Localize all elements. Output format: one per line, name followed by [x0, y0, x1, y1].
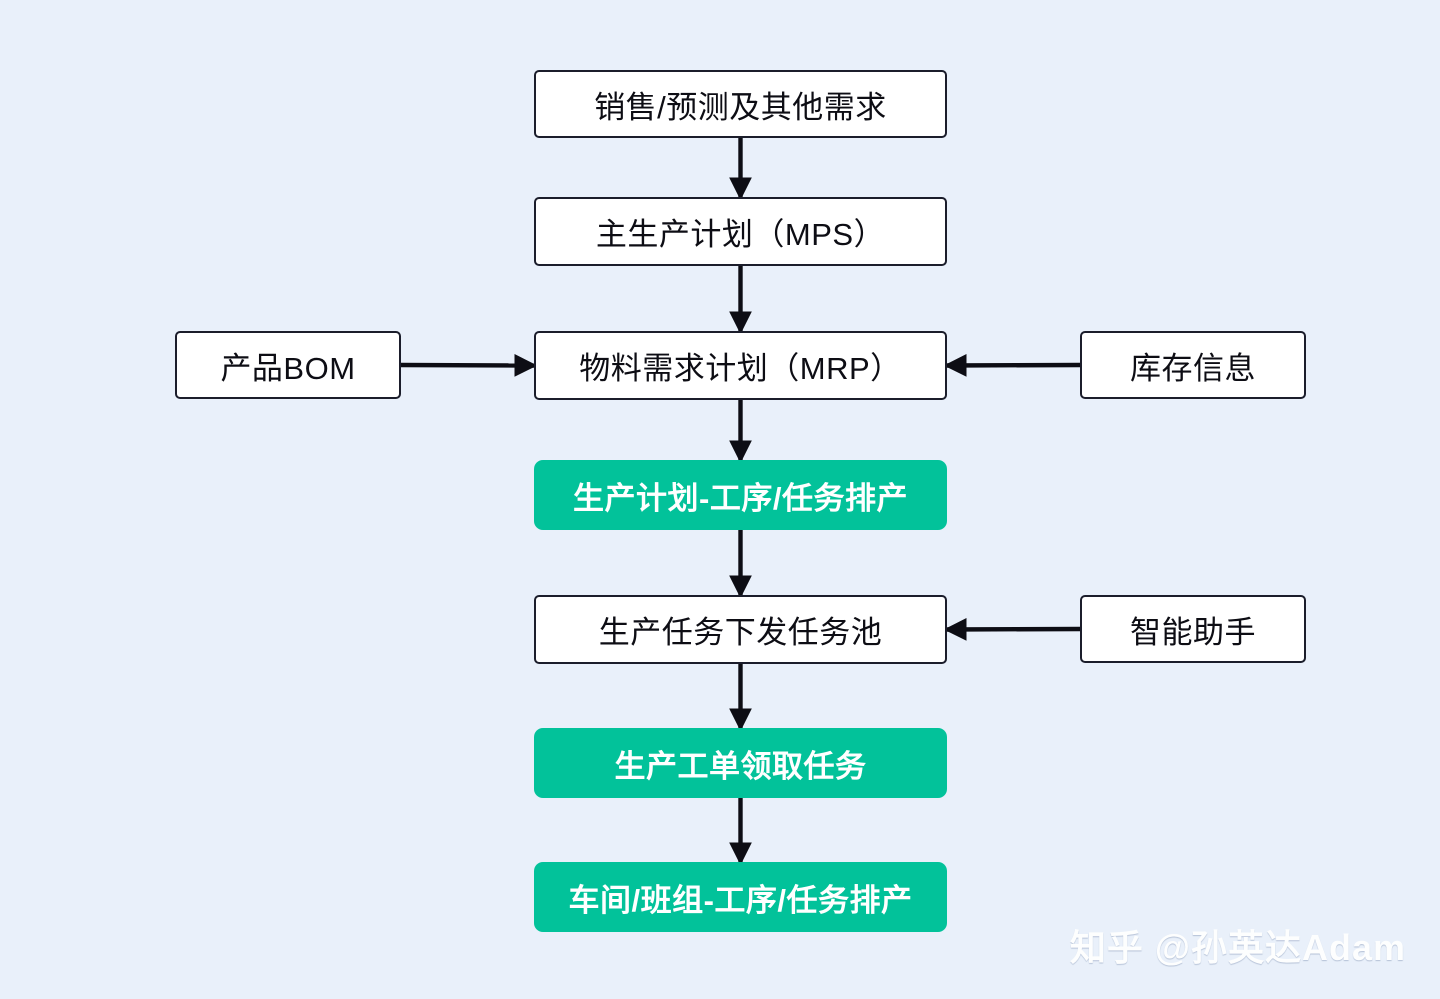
arrow-bom-to-mrp — [400, 353, 538, 377]
node-workorder[interactable]: 生产工单领取任务 — [534, 728, 947, 798]
node-task-pool[interactable]: 生产任务下发任务池 — [534, 595, 947, 664]
node-mps[interactable]: 主生产计划（MPS） — [534, 197, 947, 266]
node-mrp[interactable]: 物料需求计划（MRP） — [534, 331, 947, 400]
arrow-assistant-to-pool — [943, 617, 1081, 641]
watermark: 知乎 @孙英达Adam — [1069, 927, 1406, 968]
arrow-inventory-to-mrp — [943, 353, 1081, 377]
node-inventory[interactable]: 库存信息 — [1080, 331, 1306, 399]
node-plan-order[interactable]: 生产计划-工序/任务排产 — [534, 460, 947, 530]
node-assistant[interactable]: 智能助手 — [1080, 595, 1306, 663]
node-workshop[interactable]: 车间/班组-工序/任务排产 — [534, 862, 947, 932]
node-demand[interactable]: 销售/预测及其他需求 — [534, 70, 947, 138]
node-bom[interactable]: 产品BOM — [175, 331, 401, 399]
